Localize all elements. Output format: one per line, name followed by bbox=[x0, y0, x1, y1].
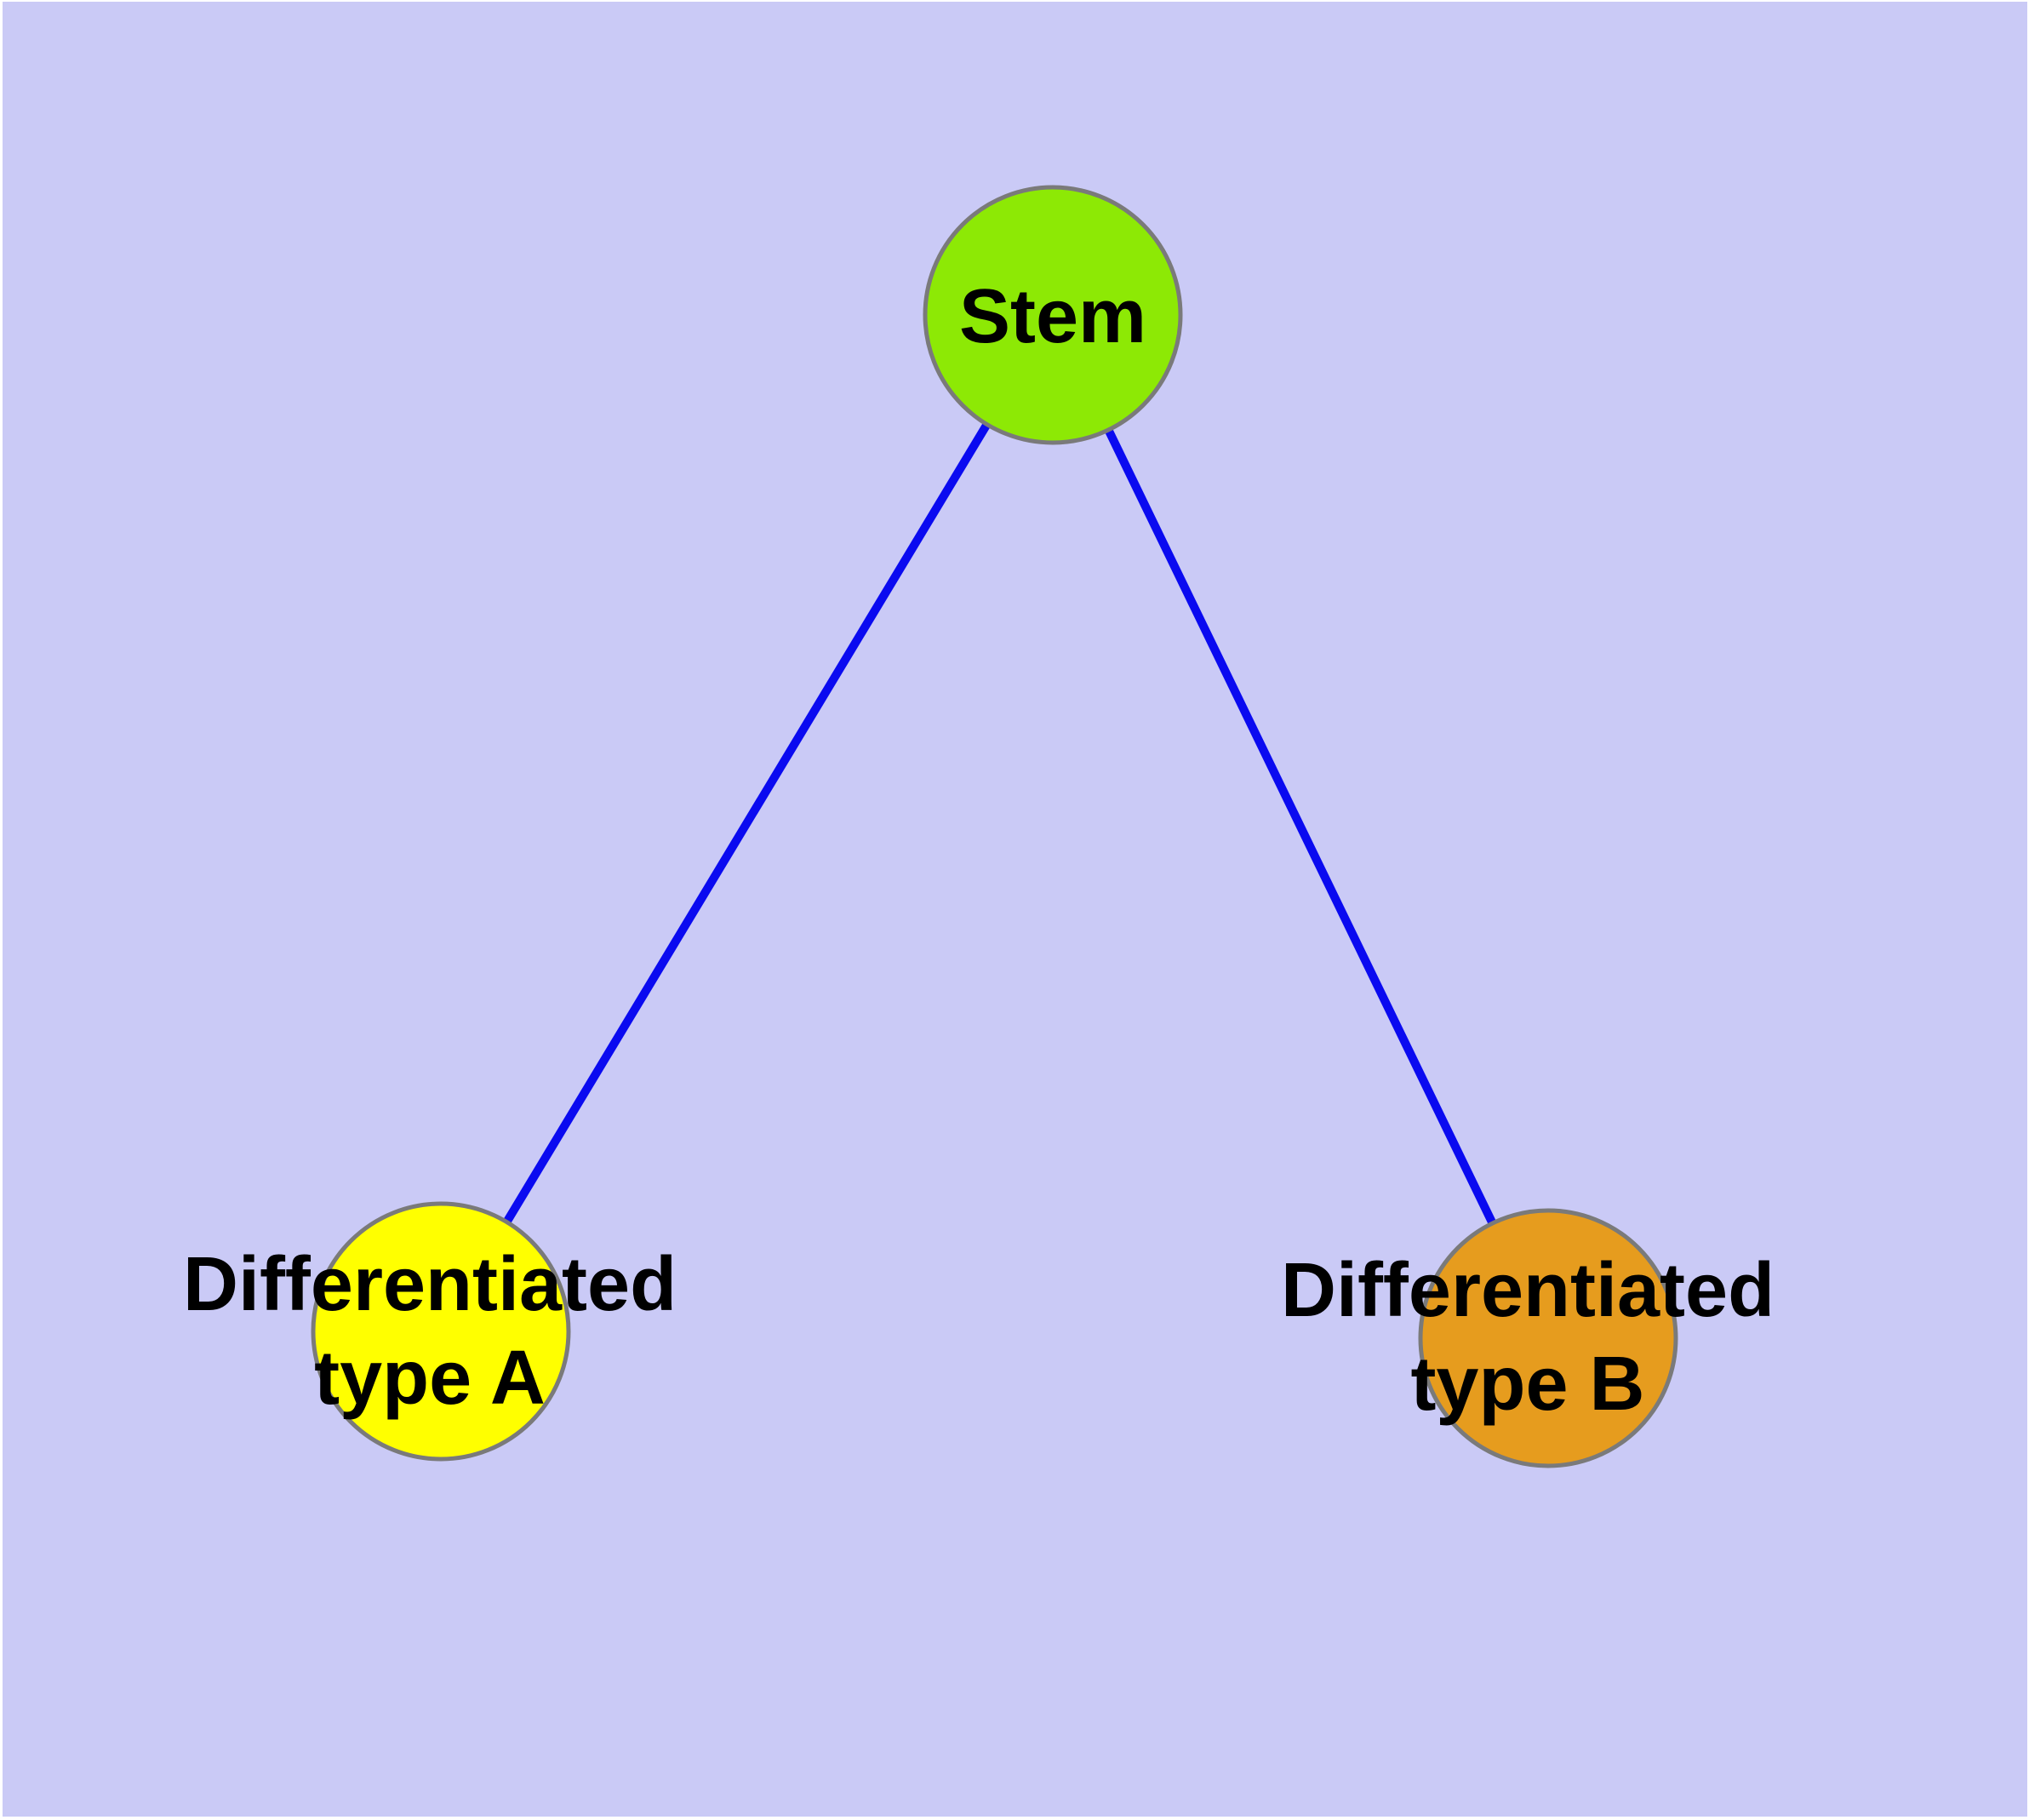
label-line: Stem bbox=[958, 274, 1147, 359]
node-type-b-circle bbox=[1418, 1208, 1678, 1468]
label-line: type B bbox=[1410, 1342, 1645, 1427]
label-line: Differentiated bbox=[1280, 1248, 1775, 1333]
node-type-a-circle bbox=[311, 1201, 571, 1462]
node-type-a-label: Differentiated type A bbox=[183, 1238, 677, 1425]
node-stem-circle bbox=[923, 185, 1183, 445]
node-stem-label: Stem bbox=[959, 270, 1146, 363]
edge-stem-to-type-b bbox=[1049, 312, 1552, 1341]
edge-stem-to-type-a bbox=[437, 312, 1057, 1334]
label-line: Differentiated bbox=[182, 1242, 677, 1327]
label-line: type A bbox=[314, 1336, 546, 1421]
node-type-b-label: Differentiated type B bbox=[1281, 1244, 1775, 1431]
